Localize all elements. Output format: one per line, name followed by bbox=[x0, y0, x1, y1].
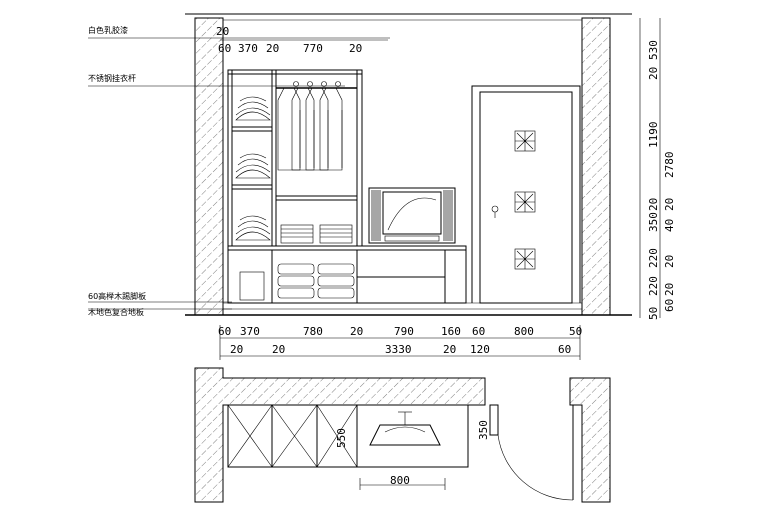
bottom-dim: 160 bbox=[441, 325, 461, 338]
door-elevation bbox=[471, 85, 581, 304]
right-dim: 20 bbox=[663, 198, 676, 211]
right-dim: 20 bbox=[647, 198, 660, 211]
bottom-dim: 800 bbox=[514, 325, 534, 338]
right-dim: 50 bbox=[647, 307, 660, 320]
folded-clothes-icon bbox=[235, 96, 271, 241]
plan-dim-tv-width: 800 bbox=[390, 474, 410, 487]
annotation-ceiling: 白色乳胶漆 bbox=[88, 25, 128, 35]
folded-stack-icon bbox=[280, 224, 353, 244]
right-dim: 220 bbox=[647, 276, 660, 296]
bottom-dim: 780 bbox=[303, 325, 323, 338]
top-dim: 20 bbox=[266, 42, 279, 55]
bottom-dim: 50 bbox=[569, 325, 582, 338]
tv-cabinet bbox=[227, 245, 467, 304]
top-dim: 20 bbox=[349, 42, 362, 55]
annotation-floor: 木地色复合地板 bbox=[88, 307, 144, 317]
right-dim: 2780 bbox=[663, 152, 676, 179]
plan-dim-cabinet-depth: 550 bbox=[335, 428, 348, 448]
annotation-rail: 不锈钢挂衣杆 bbox=[88, 73, 136, 83]
right-wall-section bbox=[581, 17, 611, 316]
tv-icon bbox=[368, 187, 456, 244]
right-dim: 20 bbox=[663, 283, 676, 296]
bottom-dim: 60 bbox=[472, 325, 485, 338]
bottom-dim: 120 bbox=[470, 343, 490, 356]
right-dim-chain: 530 20 1190 2780 350 20 40 20 220 20 220… bbox=[647, 40, 676, 320]
bottom-dim: 60 bbox=[558, 343, 571, 356]
right-dim: 350 bbox=[647, 212, 660, 232]
bottom-dim: 20 bbox=[443, 343, 456, 356]
top-dim: 60 bbox=[218, 42, 231, 55]
bottom-dim: 20 bbox=[272, 343, 285, 356]
bottom-dim: 60 bbox=[218, 325, 231, 338]
bottom-dim: 790 bbox=[394, 325, 414, 338]
hanging-clothes-icon bbox=[277, 81, 343, 171]
bottom-dim: 370 bbox=[240, 325, 260, 338]
top-dim: 770 bbox=[303, 42, 323, 55]
drawer-clothes-icon bbox=[277, 263, 355, 299]
plan-dim-door-depth: 350 bbox=[477, 420, 490, 440]
top-dim: 20 bbox=[216, 25, 229, 38]
right-dim: 220 bbox=[647, 248, 660, 268]
top-dim: 370 bbox=[238, 42, 258, 55]
right-dim: 20 bbox=[647, 67, 660, 80]
bottom-dim: 3330 bbox=[385, 343, 412, 356]
annotation-baseboard: 60高榉木踢脚板 bbox=[88, 291, 146, 301]
right-dim: 20 bbox=[663, 255, 676, 268]
right-dim: 60 bbox=[663, 299, 676, 312]
right-dim: 530 bbox=[647, 40, 660, 60]
bottom-dim: 20 bbox=[350, 325, 363, 338]
bottom-dim-row1: 60 370 780 20 790 160 60 800 50 bbox=[218, 325, 582, 338]
bottom-dim-row2: 20 20 3330 20 120 60 bbox=[230, 343, 571, 356]
right-dim: 1190 bbox=[647, 122, 660, 149]
bottom-dim: 20 bbox=[230, 343, 243, 356]
plan-view bbox=[194, 367, 611, 503]
right-dim: 40 bbox=[663, 219, 676, 232]
left-wall-section bbox=[194, 17, 224, 316]
